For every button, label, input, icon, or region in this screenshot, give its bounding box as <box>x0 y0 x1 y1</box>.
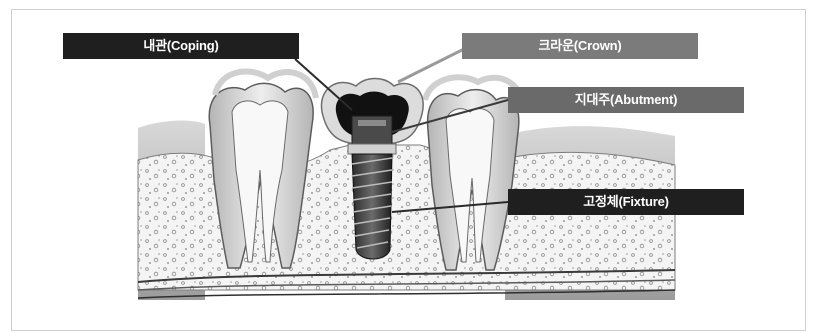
abutment-label: 지대주(Abutment) <box>508 87 744 113</box>
crown-label: 크라운(Crown) <box>462 33 698 59</box>
fixture-screw <box>352 154 392 259</box>
fixture-label: 고정체(Fixture) <box>508 189 744 215</box>
abutment <box>348 116 396 154</box>
coping-label: 내관(Coping) <box>63 33 299 59</box>
